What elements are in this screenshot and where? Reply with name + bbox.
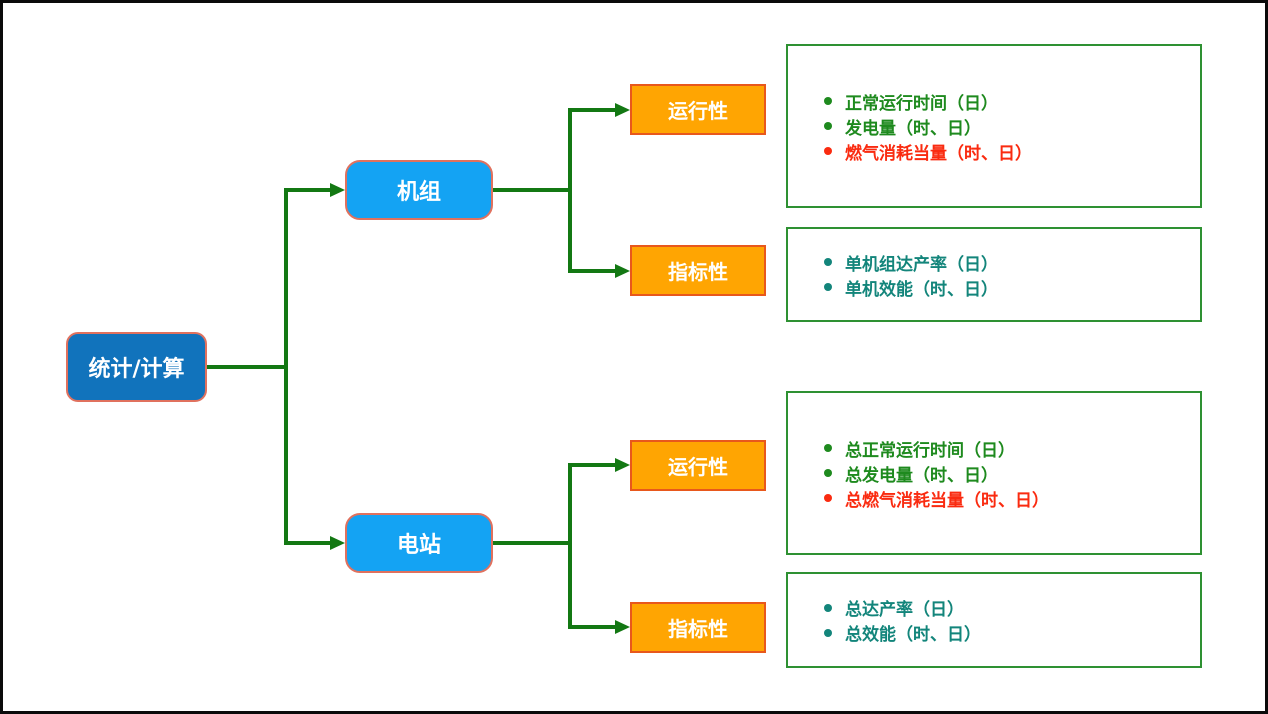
bullet-icon [824, 469, 832, 477]
node-category-operational-unit: 运行性 [630, 84, 766, 135]
detail-box-operational-station: 总正常运行时间（日） 总发电量（时、日） 总燃气消耗当量（时、日） [786, 391, 1202, 555]
list-item: 单机组达产率（日） [824, 250, 1190, 275]
list-item-text: 总达产率（日） [845, 600, 964, 620]
node-category-indicator-station: 指标性 [630, 602, 766, 653]
bullet-list: 总正常运行时间（日） 总发电量（时、日） 总燃气消耗当量（时、日） [788, 436, 1200, 511]
bullet-icon [824, 122, 832, 130]
node-root: 统计/计算 [66, 332, 207, 402]
bullet-icon [824, 258, 832, 266]
list-item: 总效能（时、日） [824, 620, 1190, 645]
list-item: 燃气消耗当量（时、日） [824, 139, 1190, 164]
bullet-list: 总达产率（日） 总效能（时、日） [788, 595, 1200, 645]
arrowhead-cat2 [615, 264, 630, 278]
bullet-icon [824, 628, 832, 637]
node-branch-unit: 机组 [345, 160, 493, 220]
bullet-icon [824, 283, 832, 291]
list-item: 总达产率（日） [824, 595, 1190, 620]
bullet-icon [824, 494, 832, 502]
arrowhead-cat3 [615, 458, 630, 472]
bullet-icon [824, 603, 832, 612]
list-item: 正常运行时间（日） [824, 89, 1190, 114]
arrowhead-jizu [330, 183, 345, 197]
bullet-icon [824, 444, 832, 452]
list-item-text: 单机组达产率（日） [845, 254, 998, 275]
arrowhead-cat1 [615, 103, 630, 117]
bullet-list: 单机组达产率（日） 单机效能（时、日） [788, 250, 1200, 300]
list-item-text: 总燃气消耗当量（时、日） [845, 490, 1049, 511]
detail-box-indicator-unit: 单机组达产率（日） 单机效能（时、日） [786, 227, 1202, 322]
list-item-text: 总发电量（时、日） [845, 465, 998, 486]
list-item-text: 发电量（时、日） [845, 118, 981, 139]
bullet-icon [824, 147, 832, 155]
detail-box-indicator-station: 总达产率（日） 总效能（时、日） [786, 572, 1202, 668]
list-item: 总燃气消耗当量（时、日） [824, 486, 1190, 511]
list-item: 总正常运行时间（日） [824, 436, 1190, 461]
list-item-text: 单机效能（时、日） [845, 279, 998, 300]
list-item-text: 总效能（时、日） [845, 625, 981, 645]
list-item: 发电量（时、日） [824, 114, 1190, 139]
bullet-icon [824, 97, 832, 105]
list-item: 单机效能（时、日） [824, 275, 1190, 300]
detail-box-operational-unit: 正常运行时间（日） 发电量（时、日） 燃气消耗当量（时、日） [786, 44, 1202, 208]
list-item: 总发电量（时、日） [824, 461, 1190, 486]
arrowhead-dianzhan [330, 536, 345, 550]
list-item-text: 总正常运行时间（日） [845, 440, 1015, 461]
arrowhead-cat4 [615, 620, 630, 634]
bullet-list: 正常运行时间（日） 发电量（时、日） 燃气消耗当量（时、日） [788, 89, 1200, 164]
node-category-operational-station: 运行性 [630, 440, 766, 491]
node-category-indicator-unit: 指标性 [630, 245, 766, 296]
node-branch-station: 电站 [345, 513, 493, 573]
list-item-text: 燃气消耗当量（时、日） [845, 143, 1032, 164]
list-item-text: 正常运行时间（日） [845, 93, 998, 114]
